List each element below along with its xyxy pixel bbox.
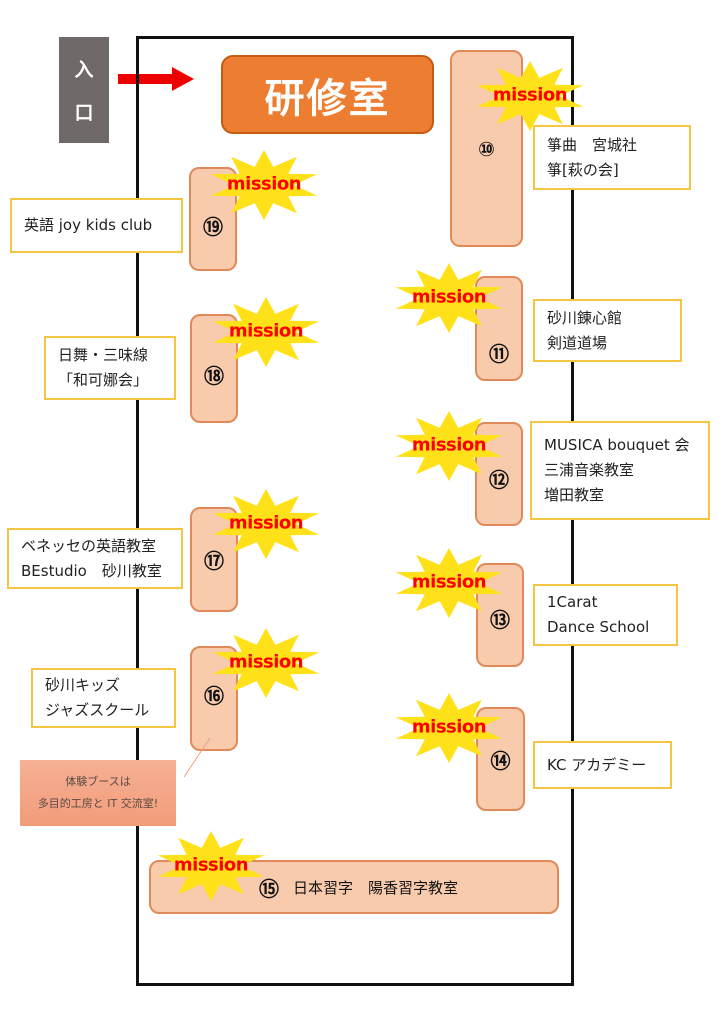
starburst-icon (395, 548, 503, 618)
starburst-icon (210, 150, 318, 220)
note-line-2: 多目的工房と IT 交流室! (37, 797, 159, 810)
label-line: Dance School (547, 618, 650, 636)
label-line: MUSICA bouquet 会 (544, 436, 690, 454)
starburst-icon (395, 411, 503, 481)
booth-number: ⑯ (204, 684, 224, 708)
training-room-label: 研修室 (264, 75, 391, 122)
booth-13-label: 1Carat Dance School (533, 584, 678, 646)
starburst-icon (157, 831, 265, 901)
booth-16-label: 砂川キッズ ジャズスクール (31, 668, 176, 728)
booth-number: ⑲ (203, 214, 223, 239)
booth-18-label: 日舞・三味線 「和可娜会」 (44, 336, 176, 400)
mission-badge[interactable]: mission (393, 263, 505, 333)
mission-label: mission (411, 434, 487, 456)
booth-number: ⑰ (204, 549, 224, 573)
entrance-label-2: 口 (74, 102, 94, 124)
mission-badge[interactable]: mission (393, 411, 505, 481)
booth-17-label: ベネッセの英語教室 BEstudio 砂川教室 (7, 528, 183, 589)
label-line: BEstudio 砂川教室 (21, 561, 162, 580)
right-arrow-icon (118, 67, 194, 91)
entrance-sign: 入 口 (59, 37, 109, 143)
booth-number: ⑮ (259, 876, 279, 901)
trial-booth-note: 体験ブースは 多目的工房と IT 交流室! (20, 760, 176, 826)
mission-label: mission (226, 173, 302, 195)
booth-number: ⑫ (489, 467, 509, 492)
booth-17[interactable]: ⑰ (190, 507, 238, 612)
label-line: 箏曲 宮城社 (547, 135, 638, 154)
mission-label: mission (173, 854, 249, 876)
label-line: 英語 joy kids club (24, 216, 153, 234)
booth-number: ⑬ (490, 607, 510, 632)
label-line: 三浦音楽教室 (544, 461, 635, 479)
note-line-1: 体験ブースは (65, 775, 131, 788)
mission-badge[interactable]: mission (210, 297, 322, 367)
callout-line (183, 737, 211, 778)
booth-number: ⑱ (204, 364, 224, 388)
mission-label: mission (411, 571, 487, 593)
entrance-label-1: 入 (74, 59, 94, 81)
booth-15-label: 日本習字 陽香習字教室 (293, 878, 459, 897)
mission-badge[interactable]: mission (474, 61, 586, 131)
mission-label: mission (228, 512, 304, 534)
mission-label: mission (228, 651, 304, 673)
booth-12-label: MUSICA bouquet 会 三浦音楽教室 増田教室 (530, 421, 710, 520)
starburst-icon (395, 693, 503, 763)
label-line: KC アカデミー (547, 755, 647, 774)
booth-16[interactable]: ⑯ (190, 646, 238, 751)
booth-19-label: 英語 joy kids club (10, 198, 183, 253)
mission-label: mission (228, 320, 304, 342)
starburst-icon (212, 297, 320, 367)
label-line: ジャズスクール (45, 701, 150, 719)
booth-number: ⑭ (490, 748, 511, 773)
starburst-icon (212, 628, 320, 698)
mission-badge[interactable]: mission (210, 489, 322, 559)
mission-label: mission (411, 716, 487, 738)
label-line: ベネッセの英語教室 (21, 536, 157, 555)
booth-19[interactable]: ⑲ (189, 167, 237, 271)
label-line: 砂川キッズ (45, 676, 121, 694)
booth-11-label: 砂川錬心館 剣道道場 (533, 299, 682, 362)
starburst-icon (212, 489, 320, 559)
mission-label: mission (492, 84, 568, 106)
starburst-icon (476, 61, 584, 131)
label-line: 箏[萩の会] (547, 160, 619, 179)
label-line: 日舞・三味線 (58, 346, 149, 364)
label-line: 「和可娜会」 (58, 371, 149, 389)
booth-14-label: KC アカデミー (533, 741, 672, 789)
mission-badge[interactable]: mission (210, 628, 322, 698)
label-line: 1Carat (547, 593, 598, 611)
starburst-icon (395, 263, 503, 333)
mission-label: mission (411, 286, 487, 308)
booth-10-label: 箏曲 宮城社 箏[萩の会] (533, 125, 691, 190)
booth-18[interactable]: ⑱ (190, 314, 238, 423)
label-line: 砂川錬心館 (547, 308, 623, 327)
label-line: 増田教室 (544, 486, 605, 504)
booth-number: ⑪ (489, 342, 509, 366)
label-line: 剣道道場 (547, 333, 608, 352)
booth-number: ⑩ (478, 136, 495, 161)
training-room: 研修室 (221, 55, 434, 134)
mission-badge[interactable]: mission (208, 150, 320, 220)
mission-badge[interactable]: mission (155, 831, 267, 901)
mission-badge[interactable]: mission (393, 548, 505, 618)
mission-badge[interactable]: mission (393, 693, 505, 763)
